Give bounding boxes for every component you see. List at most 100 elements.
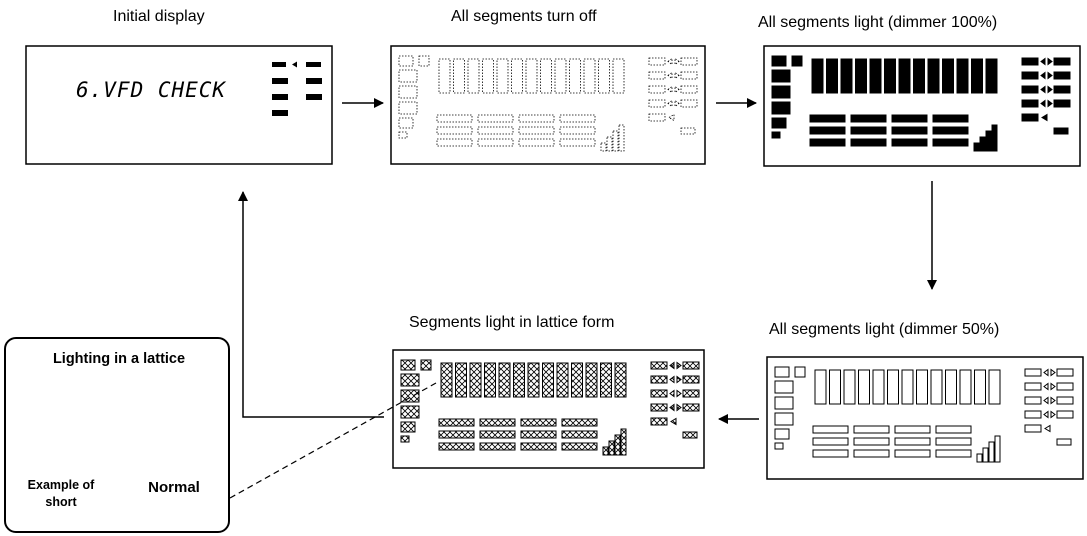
lattice-right-b-3 [682,403,700,412]
light-50-char-cell-5 [887,369,899,405]
light-100-char-cell-2 [840,58,853,94]
light-100-bar-r1-c1 [850,126,887,135]
light-100-left-icon-top [791,55,803,67]
light-100-right-arrow-3 [1040,99,1053,108]
light-100-right-b-3 [1053,99,1071,108]
light-50-right-arrow-1 [1043,382,1056,391]
light-50-bar-r1-c3 [935,437,972,446]
lattice-right-a-3 [650,403,668,412]
light-100-right-arrow-2 [1040,85,1053,94]
light-100-char-cell-3 [855,58,867,94]
lattice-char-cell-1 [455,362,467,398]
label-initial-display: Initial display [113,8,205,25]
all-off-segments [398,55,698,152]
arrow-lattice-to-initial [238,191,384,418]
lattice-bar-r2-c3 [561,442,598,451]
lattice-meter-1 [608,440,615,456]
lattice-char-cell-11 [600,362,612,398]
light-100-char-cell-5 [884,58,896,94]
all-off-right-b-0 [680,57,698,66]
light-50-right-a-2 [1024,396,1042,405]
all-off-bar-r0-c2 [518,114,555,123]
all-off-char-cell-11 [598,58,610,94]
light-50-bar-r1-c0 [812,437,849,446]
all-off-right-b-3 [680,99,698,108]
light-100-char-cell-12 [985,58,998,94]
lattice-bar-r1-c0 [438,430,475,439]
light-100-right-b-2 [1053,85,1071,94]
all-off-right-arrow-0 [667,57,680,66]
light-100-bar-r0-c0 [809,114,846,123]
all-off-char-cell-7 [540,58,552,94]
lattice-right-arrow-0 [669,361,682,370]
all-off-right-a-3 [648,99,666,108]
light-100-left-icon-4 [771,117,787,129]
lattice-right-small [682,431,698,439]
light-100-right-a-1 [1021,71,1039,80]
legend-normal-label: Normal [148,479,200,496]
all-off-left-icon-5 [398,131,408,139]
initial-mark-4 [272,94,288,100]
light-100-right-a-3 [1021,99,1039,108]
lattice-bar-r0-c0 [438,418,475,427]
light-100-right-b-0 [1053,57,1071,66]
light-100-char-cell-10 [956,58,969,94]
lattice-right-arrow-2 [669,389,682,398]
initial-mark-1 [306,62,321,67]
light-50-left-icon-3 [774,412,794,426]
lattice-right-a-1 [650,375,668,384]
lattice-left-icon-top [420,359,432,371]
lattice-bar-r0-c2 [520,418,557,427]
all-off-right-a-4 [648,113,666,122]
lattice-left-icon-1 [400,373,420,387]
lattice-meter-0 [602,446,609,456]
light-50-left-icon-4 [774,428,790,440]
lattice-char-cell-8 [556,362,569,398]
light-100-right-arrow-1 [1040,71,1053,80]
lattice-char-cell-4 [498,362,511,398]
all-off-bar-r1-c2 [518,126,555,135]
lattice-left-icon-4 [400,421,416,433]
light-100-bar-r0-c2 [891,114,928,123]
light-50-right-b-3 [1056,410,1074,419]
lattice-right-arrow-3 [669,403,682,412]
initial-arrow-mark [292,61,297,68]
panels-layer [25,45,1084,480]
lattice-left-icon-2 [400,389,420,403]
light-50-bar-r1-c1 [853,437,890,446]
light-100-right-b-1 [1053,71,1071,80]
label-all-segments-off: All segments turn off [451,8,597,25]
lattice-bar-r0-c1 [479,418,516,427]
all-off-right-arrow-4 [668,113,675,122]
light-100-char-cell-7 [913,58,925,94]
all-off-bar-r2-c0 [436,138,473,147]
light-50-left-icon-1 [774,380,794,394]
light-50-bar-r1-c2 [894,437,931,446]
all-off-char-cell-1 [453,58,465,94]
initial-mark-2 [272,78,288,84]
all-off-right-a-1 [648,71,666,80]
initial-mark-6 [272,110,288,116]
all-off-right-arrow-2 [667,85,680,94]
lattice-bar-r1-c1 [479,430,516,439]
light-50-right-a-1 [1024,382,1042,391]
light-50-right-b-2 [1056,396,1074,405]
lattice-char-cell-7 [542,362,554,398]
lattice-bar-r1-c3 [561,430,598,439]
light-50-right-small [1056,438,1072,446]
lattice-char-cell-0 [440,362,453,398]
lattice-right-arrow-1 [669,375,682,384]
light-100-bar-r0-c1 [850,114,887,123]
lattice-bar-r1-c2 [520,430,557,439]
light-100-left-icon-1 [771,69,791,83]
lattice-char-cell-9 [571,362,583,398]
all-off-bar-r1-c3 [559,126,596,135]
light-50-bar-r2-c0 [812,449,849,458]
light-50-right-a-3 [1024,410,1042,419]
all-off-right-a-0 [648,57,666,66]
light-100-bar-r0-c3 [932,114,969,123]
light-50-left-icon-top [794,366,806,378]
light-50-meter-0 [976,453,983,463]
light-100-char-cell-8 [927,58,940,94]
all-off-bar-r0-c0 [436,114,473,123]
